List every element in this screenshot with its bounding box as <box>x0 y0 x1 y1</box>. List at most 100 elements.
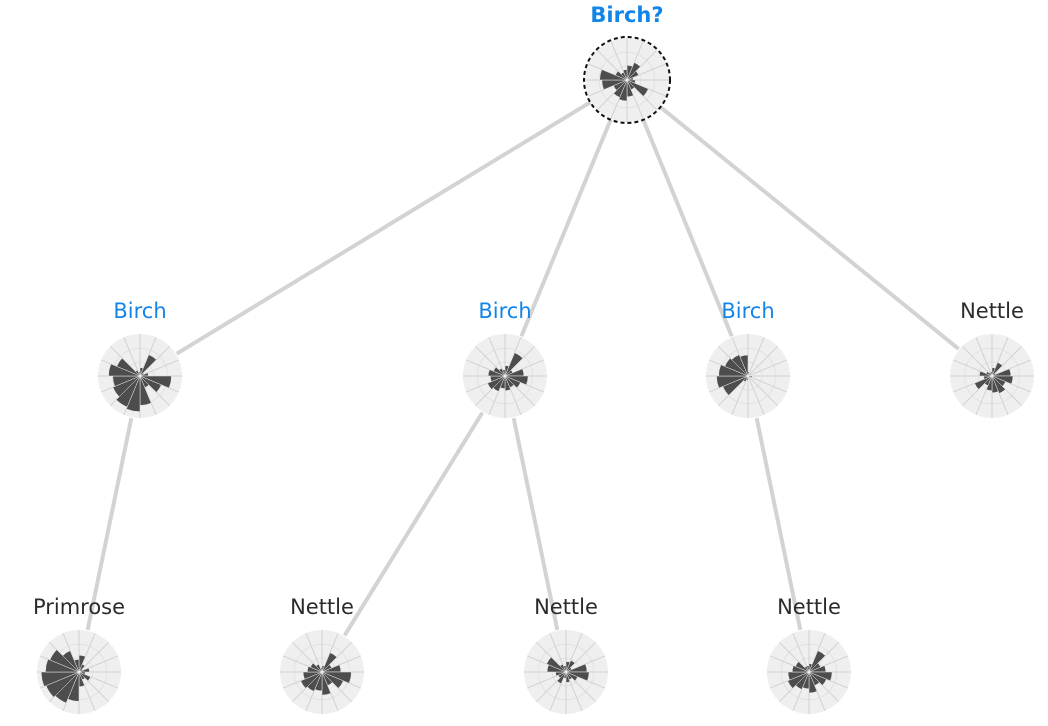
node-label: Primrose <box>33 595 125 619</box>
rose-petal <box>787 671 810 689</box>
rose-petal <box>808 650 826 673</box>
edge-root-b2 <box>519 118 613 338</box>
rose-spoke <box>747 337 765 377</box>
rose-petal <box>806 665 810 673</box>
rose-petal <box>808 671 818 694</box>
rose-petal <box>731 354 749 377</box>
rose-petal <box>62 650 80 673</box>
rose-petal <box>139 354 157 377</box>
rose-petal <box>546 656 567 673</box>
rose-petal <box>565 671 571 683</box>
rose-petal <box>991 375 999 394</box>
rose-petal <box>135 369 141 377</box>
rose-petal <box>487 375 506 390</box>
rose-petal <box>787 671 810 681</box>
rose-spoke <box>747 375 765 415</box>
rose-petal <box>622 69 628 81</box>
node-n4[interactable]: Nettle <box>767 595 851 714</box>
rose-petal <box>493 366 506 377</box>
rose-petal <box>78 671 91 682</box>
rose-petal <box>78 663 86 673</box>
rose-petal <box>991 375 1006 394</box>
node-label: Birch <box>721 299 774 323</box>
rose-petal <box>563 665 567 673</box>
rose-petal <box>138 371 141 377</box>
node-b2[interactable]: Birch <box>463 299 547 418</box>
rose-petal <box>504 352 524 377</box>
node-label: Nettle <box>777 595 841 619</box>
rose-petal <box>498 367 506 377</box>
edge-b3-n4 <box>754 417 803 631</box>
node-p1[interactable]: Primrose <box>33 595 125 714</box>
rose-petal <box>126 375 141 412</box>
rose-petal <box>991 362 1003 377</box>
rose-spoke <box>123 337 141 377</box>
rose-petal <box>990 371 993 377</box>
rose-spoke <box>792 633 810 673</box>
rose-petal <box>321 671 332 696</box>
rose-spoke <box>747 375 787 393</box>
rose-petal <box>300 671 323 689</box>
rose-petal <box>504 375 511 391</box>
rose-petal <box>116 357 141 377</box>
node-n2[interactable]: Nettle <box>280 595 364 714</box>
rose-petal <box>808 671 827 686</box>
rose-petal <box>315 663 323 673</box>
rose-petal <box>310 662 323 673</box>
rose-petal <box>565 660 576 673</box>
rose-petal <box>321 652 338 673</box>
rose-petal <box>320 667 323 673</box>
edge-b2-n2 <box>342 411 485 637</box>
rose-petal <box>115 375 141 408</box>
node-b3[interactable]: Birch <box>706 299 790 418</box>
node-root[interactable]: Birch? <box>583 3 671 124</box>
rose-petal <box>724 357 749 377</box>
rose-petal <box>302 671 323 680</box>
rose-petal <box>565 671 578 682</box>
edge-b1-p1 <box>85 417 134 631</box>
query-highlight-ring <box>583 36 671 124</box>
node-label: Nettle <box>534 595 598 619</box>
edge-root-b1 <box>175 100 592 356</box>
rose-petal <box>73 659 80 673</box>
edge-b2-n3 <box>511 417 560 631</box>
rose-petal <box>40 671 80 687</box>
edge-root-b3 <box>641 119 734 337</box>
rose-petal <box>613 79 628 98</box>
rose-petal <box>559 663 567 673</box>
rose-petal <box>626 79 649 97</box>
rose-spoke <box>747 345 779 377</box>
node-label: Nettle <box>290 595 354 619</box>
rose-petal <box>739 354 749 377</box>
rose-petal <box>615 70 628 81</box>
rose-petal <box>974 375 993 390</box>
rose-spoke <box>975 337 993 377</box>
node-label: Birch <box>113 299 166 323</box>
rose-spoke <box>747 375 779 407</box>
rose-petal <box>626 70 639 81</box>
rose-petal <box>112 375 141 398</box>
rose-petal <box>795 661 810 673</box>
rose-spoke <box>731 375 749 415</box>
rose-petal <box>502 369 506 377</box>
rose-petal <box>49 649 80 673</box>
edge-root-n1 <box>659 105 960 351</box>
node-label: Birch? <box>590 3 663 27</box>
rose-petal <box>504 375 521 389</box>
rose-petal <box>78 667 90 673</box>
rose-spoke <box>961 345 993 377</box>
rose-petal <box>139 375 162 393</box>
node-b1[interactable]: Birch <box>98 299 182 418</box>
edges-layer <box>85 100 960 637</box>
node-label: Birch <box>478 299 531 323</box>
rose-petal <box>556 671 567 684</box>
rose-spoke <box>747 359 787 377</box>
node-n3[interactable]: Nettle <box>524 595 608 714</box>
node-label: Nettle <box>960 299 1024 323</box>
rose-petal <box>716 375 749 389</box>
node-n1[interactable]: Nettle <box>950 299 1034 418</box>
rose-petal <box>626 62 641 81</box>
rose-petal <box>321 671 344 689</box>
